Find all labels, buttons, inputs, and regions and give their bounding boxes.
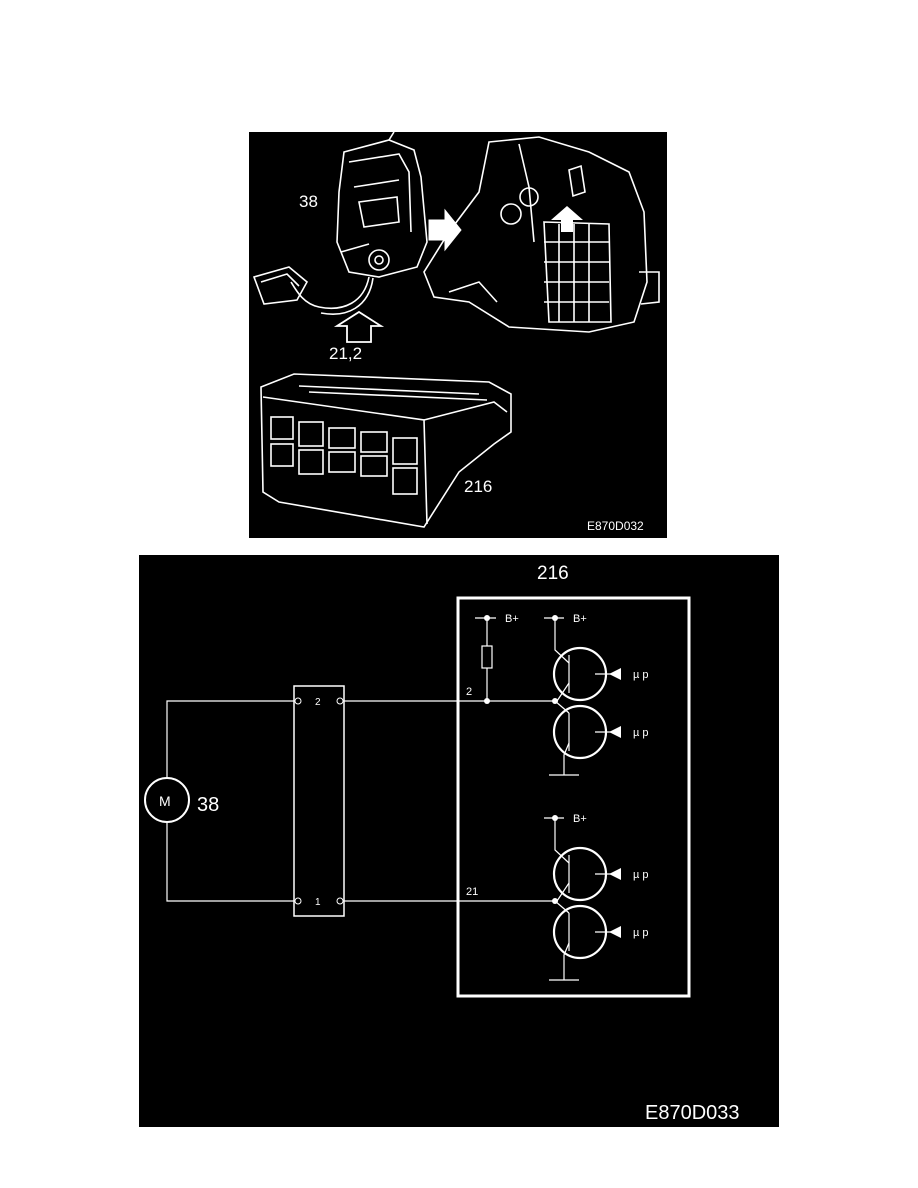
right-arrow-icon <box>428 208 462 252</box>
heater-housing-drawing <box>423 136 660 333</box>
label-control-unit-216: 216 <box>464 477 492 496</box>
wiring-diagram-svg: 216 M 38 2 1 2 21 <box>144 563 740 1124</box>
wiring-diagram: 216 M 38 2 1 2 21 <box>139 555 779 1127</box>
mp-label-4: µ p <box>633 927 649 939</box>
internal-circuit <box>475 617 621 981</box>
housing-up-arrow-icon <box>551 206 583 232</box>
supply-label-b-plus-2: B+ <box>573 613 587 625</box>
connector-pin-1-right <box>336 897 344 905</box>
motor-letter: M <box>159 793 171 809</box>
connector-pin-1-left <box>294 897 302 905</box>
connector-block <box>293 685 345 917</box>
label-actuator-38: 38 <box>299 192 318 211</box>
junction-dots <box>484 615 558 904</box>
supply-label-b-plus-3: B+ <box>573 813 587 825</box>
figure-code-bottom: E870D033 <box>645 1102 740 1124</box>
wires <box>166 700 554 902</box>
label-pins-21-2: 21,2 <box>329 344 362 363</box>
connector-pin-2-left <box>294 697 302 705</box>
label-motor-38: 38 <box>197 794 219 816</box>
exploded-view-svg: 38 21,2 216 E870D032 <box>252 132 660 533</box>
figure-code-top: E870D032 <box>587 519 644 533</box>
input-arrowheads <box>609 668 621 938</box>
label-control-unit-216: 216 <box>537 563 569 584</box>
connector-pin-label-1: 1 <box>315 897 321 908</box>
supply-label-b-plus-1: B+ <box>505 613 519 625</box>
mp-label-1: µ p <box>633 669 649 681</box>
control-unit-box <box>456 596 691 998</box>
actuator-motor-drawing <box>252 132 428 315</box>
mp-label-2: µ p <box>633 727 649 739</box>
control-unit-drawing <box>260 373 512 528</box>
connector-pin-2-right <box>336 697 344 705</box>
exploded-view-illustration: 38 21,2 216 E870D032 <box>249 132 667 538</box>
mp-label-3: µ p <box>633 869 649 881</box>
terminal-label-2: 2 <box>466 686 472 698</box>
connector-pin-label-2: 2 <box>315 697 321 708</box>
terminal-label-21: 21 <box>466 886 478 898</box>
up-arrow-icon <box>333 310 385 343</box>
